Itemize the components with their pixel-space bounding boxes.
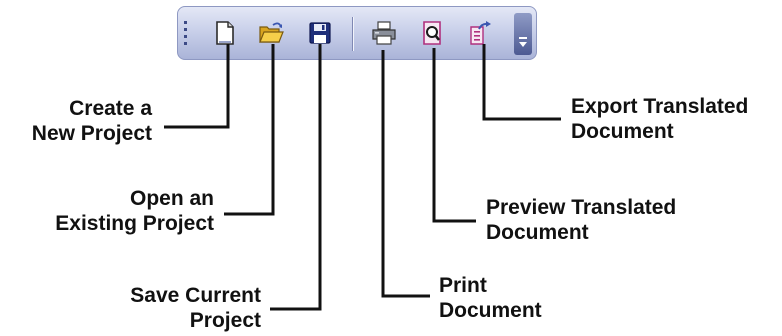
leader-print [381, 50, 430, 298]
magnifier-document-icon [423, 21, 441, 45]
label-save-current-project: Save Current Project [130, 284, 261, 332]
leader-preview [432, 48, 476, 223]
print-button[interactable] [367, 16, 401, 50]
open-folder-icon [259, 22, 284, 43]
label-preview-translated-document: Preview Translated Document [486, 196, 677, 244]
open-project-button[interactable] [254, 16, 288, 50]
save-project-button[interactable] [303, 16, 337, 50]
toolbar-separator [352, 17, 354, 51]
label-export-translated-document: Export Translated Document [571, 95, 749, 143]
floppy-disk-icon [309, 22, 331, 44]
chevron-down-icon [519, 42, 527, 47]
toolbar [177, 6, 537, 60]
new-document-icon [216, 21, 234, 45]
leader-export [482, 44, 561, 121]
new-project-button[interactable] [208, 16, 242, 50]
label-create-new-project: Create a New Project [31, 97, 152, 145]
leader-save [270, 44, 322, 311]
label-open-existing-project: Open an Existing Project [55, 187, 214, 235]
toolbar-grip-handle[interactable] [184, 21, 188, 47]
label-print-document: Print Document [439, 274, 542, 322]
leader-open [224, 44, 275, 216]
printer-icon [372, 21, 396, 45]
toolbar-options-button[interactable] [514, 13, 532, 55]
overflow-bar-icon [519, 37, 527, 39]
preview-button[interactable] [415, 16, 449, 50]
leader-new [164, 44, 230, 129]
